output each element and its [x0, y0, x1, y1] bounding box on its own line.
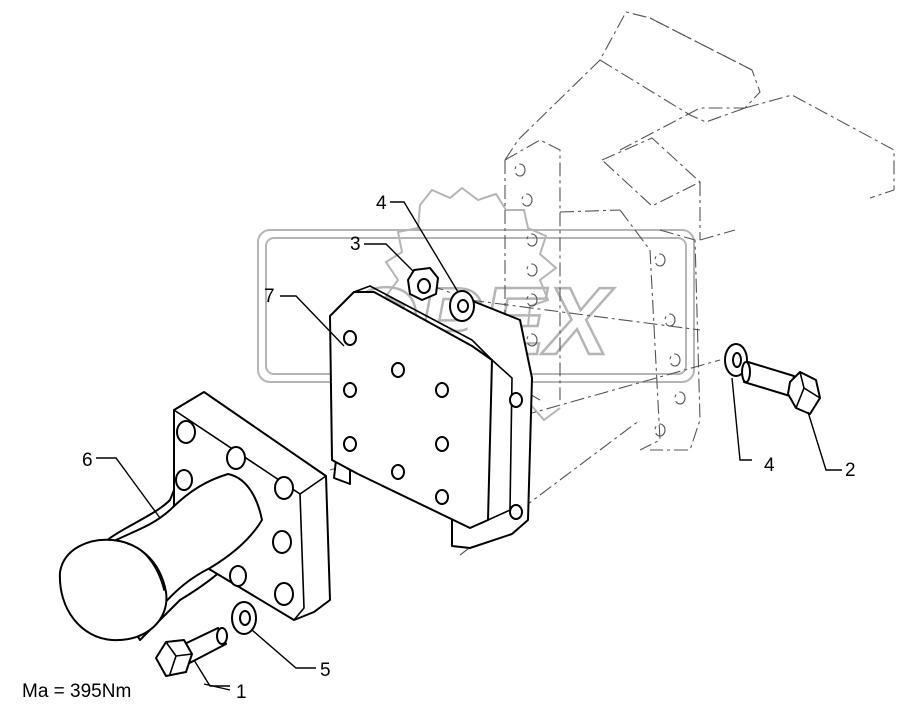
part-7-mounting-plate: [329, 285, 533, 549]
vehicle-frame-outline: [329, 11, 895, 556]
part-1-bolt: [155, 627, 228, 677]
callout-2: 2: [845, 460, 856, 481]
callout-7: 7: [264, 286, 275, 307]
part-5-spring-washer: [231, 601, 257, 635]
callout-4-top: 4: [376, 193, 387, 214]
part-4-washer-top: [449, 290, 475, 322]
callout-3: 3: [350, 234, 361, 255]
part-3-nut: [407, 267, 439, 301]
part-6-tow-ball-coupling: [58, 391, 331, 642]
part-2-bolt: [741, 361, 821, 415]
leader-lines: [96, 201, 842, 691]
callout-1: 1: [236, 682, 247, 703]
callout-4-right: 4: [764, 455, 775, 476]
callout-5: 5: [320, 660, 331, 681]
torque-note: Ma = 395Nm: [22, 681, 131, 702]
callout-6: 6: [82, 450, 93, 471]
callouts: 1 2 3 4 4 5 6 7: [82, 193, 856, 703]
